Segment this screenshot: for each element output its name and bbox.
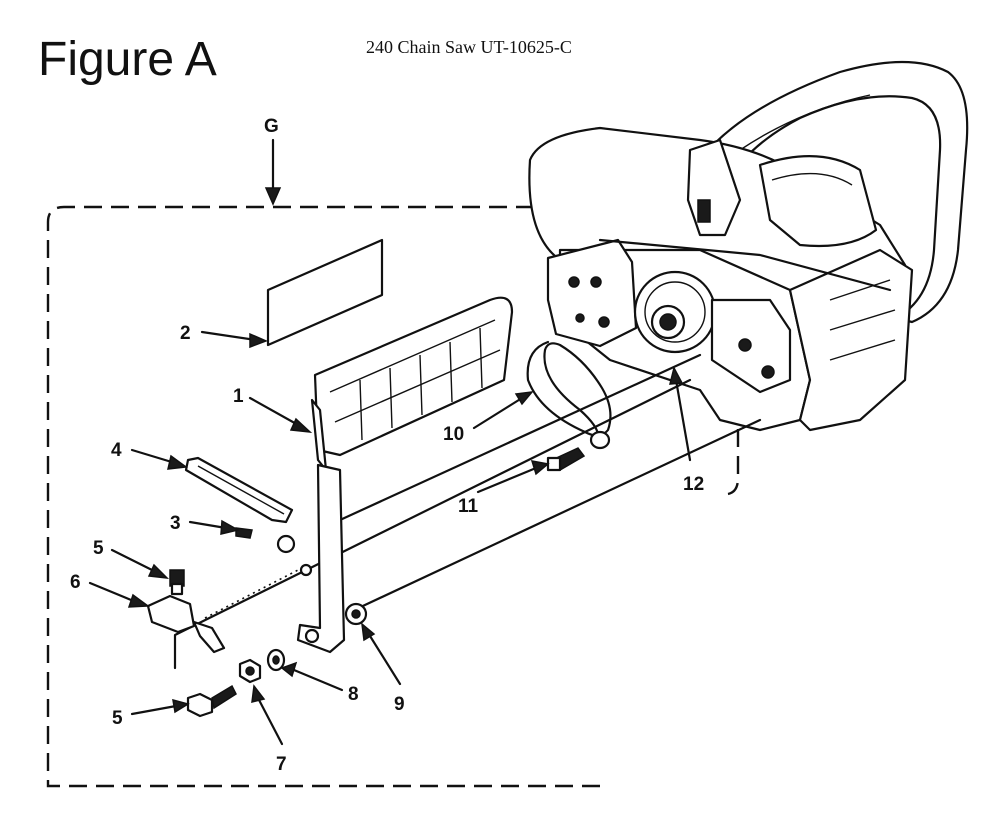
part-5-bolt-upper	[169, 569, 185, 596]
callout-4: 4	[111, 440, 122, 461]
callout-5-lower: 5	[112, 708, 123, 729]
callout-8: 8	[348, 684, 359, 705]
assembly-boundary-right	[727, 240, 740, 496]
callout-9: 9	[394, 694, 405, 715]
callout-6: 6	[70, 572, 81, 593]
guide-bar-lines	[173, 353, 762, 670]
part-3-screw	[235, 527, 296, 554]
callout-12: 12	[683, 474, 704, 495]
view-marker: G	[264, 116, 279, 137]
view-arrow-g: G	[264, 116, 282, 206]
part-2-decal	[266, 238, 384, 347]
callout-7: 7	[276, 754, 287, 775]
assembly-boundary	[46, 205, 718, 788]
part-10-spring	[526, 340, 612, 440]
callout-2: 2	[180, 323, 191, 344]
part-6-bracket	[146, 594, 196, 634]
leader-lines	[88, 330, 692, 746]
figure-title: Figure A	[38, 33, 217, 86]
callout-3: 3	[170, 513, 181, 534]
callout-5-upper: 5	[93, 538, 104, 559]
callout-11: 11	[458, 496, 479, 517]
callout-10: 10	[443, 424, 464, 445]
dotted-line	[204, 567, 303, 619]
callout-labels: 2 1 4 3 5 6 5 7 8 9 10 11 12	[70, 323, 704, 775]
part-5-bolt-lower	[186, 684, 237, 718]
model-title: 240 Chain Saw UT-10625-C	[366, 37, 572, 57]
saw-body	[528, 60, 969, 432]
part-1-front-hand-guard	[296, 296, 514, 654]
callout-1: 1	[233, 386, 244, 407]
